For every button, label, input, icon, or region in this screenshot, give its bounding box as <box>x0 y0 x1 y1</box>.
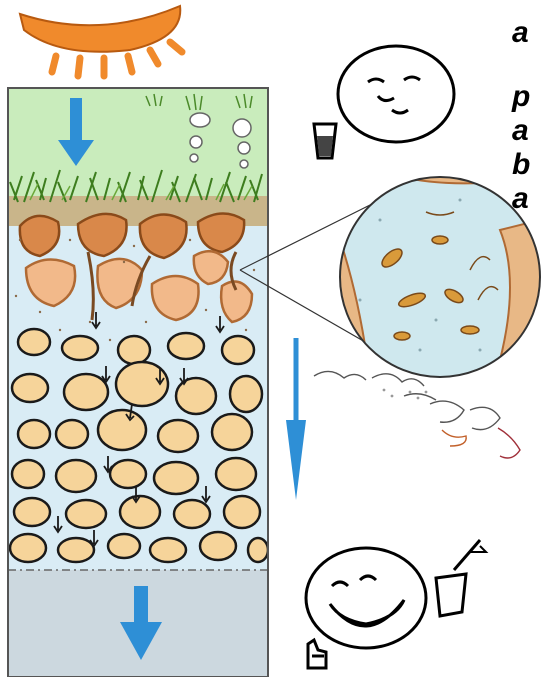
caption-fragment: b <box>512 150 530 180</box>
sun-icon <box>20 6 182 76</box>
caption-fragment: p <box>512 82 530 112</box>
surface-water-zone <box>8 88 268 198</box>
caption-fragment: a <box>512 18 529 48</box>
cup-icon <box>436 540 486 616</box>
downward-flow-arrow <box>286 338 306 500</box>
thumbs-up-icon <box>308 640 326 668</box>
soil-column <box>8 88 268 677</box>
organisms-icon <box>314 371 520 458</box>
caption-fragment: a <box>512 116 529 146</box>
caption-fragment: a <box>512 184 529 214</box>
cup-icon <box>314 124 336 158</box>
sleepy-face-icon <box>338 46 454 142</box>
microscope-circle-icon <box>340 160 540 380</box>
happy-face-icon <box>306 548 426 648</box>
